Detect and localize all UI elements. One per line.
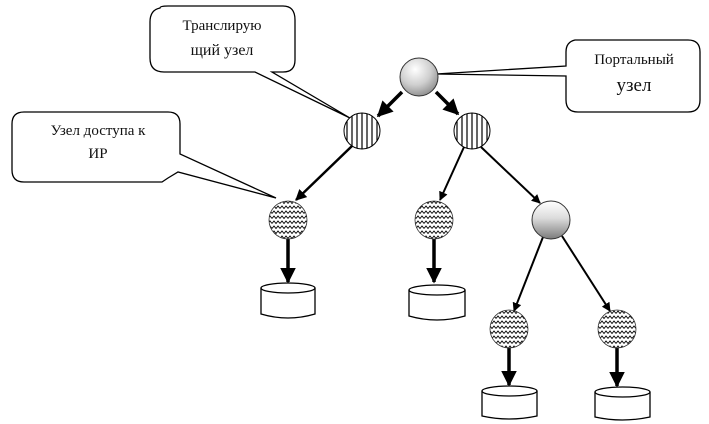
edge-translating-right-to-portal-inner [480,146,541,204]
translating-node-right [453,112,491,150]
callout-access-line2: ИР [88,146,107,162]
callout-portal-line1: Портальный [594,52,674,68]
database-icon [408,284,466,321]
access-node-3 [489,309,529,349]
access-node-4 [597,309,637,349]
portal-node-inner [531,200,571,240]
callout-portal-line2: узел [617,75,652,96]
portal-node [399,57,439,97]
edge-portal-inner-to-access-3 [512,236,544,312]
database-icon [260,282,316,319]
database-icon [481,385,538,420]
callout-translating-line2: щий узел [191,42,254,59]
edge-translating-right-to-access-2 [439,146,465,201]
callout-translating: Транслирую щий узел [149,5,351,119]
callout-access-line1: Узел доступа к [51,123,147,139]
translating-node-left [343,112,381,150]
callout-translating-line1: Транслирую [183,18,262,34]
database-icon [594,386,651,421]
callout-portal: Портальный узел [435,39,701,113]
access-node-2 [414,200,454,240]
edge-portal-to-translating-right [434,90,460,116]
edge-translating-left-to-access-1 [295,145,353,201]
access-node-1 [268,200,308,240]
edge-portal-inner-to-access-4 [561,235,611,312]
edges [280,90,625,388]
edge-portal-to-translating-left [376,90,404,118]
callout-access: Узел доступа к ИР [11,111,277,199]
